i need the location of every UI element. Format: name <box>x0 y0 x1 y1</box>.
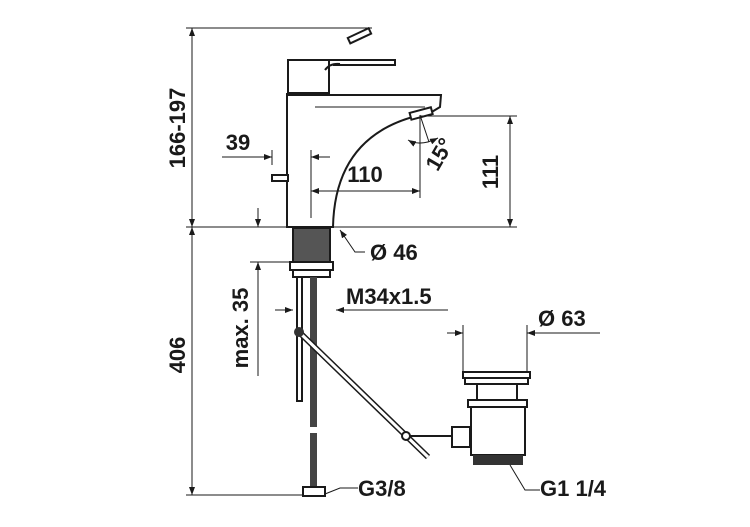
lever-offset-label: 39 <box>226 130 250 155</box>
thread-label: M34x1.5 <box>346 284 432 309</box>
mounting-shank <box>289 227 334 497</box>
dimension-lines <box>222 114 600 495</box>
base-diameter-label: Ø 46 <box>370 240 418 265</box>
popup-linkage <box>294 327 452 460</box>
faucet-body <box>271 26 443 228</box>
spout-height-label: 111 <box>478 155 503 189</box>
total-height-label: 166-197 <box>165 88 190 169</box>
reference-lines <box>186 27 517 496</box>
max-thickness-label: max. 35 <box>228 288 253 369</box>
spray-angle-label: 15° <box>420 134 458 175</box>
waste-fitting <box>451 371 531 465</box>
supply-connection-label: G3/8 <box>358 476 406 501</box>
below-counter-label: 406 <box>165 337 190 374</box>
spout-reach-label: 110 <box>347 162 383 187</box>
waste-diameter-label: Ø 63 <box>538 306 586 331</box>
waste-connection-label: G1 1/4 <box>540 476 607 501</box>
